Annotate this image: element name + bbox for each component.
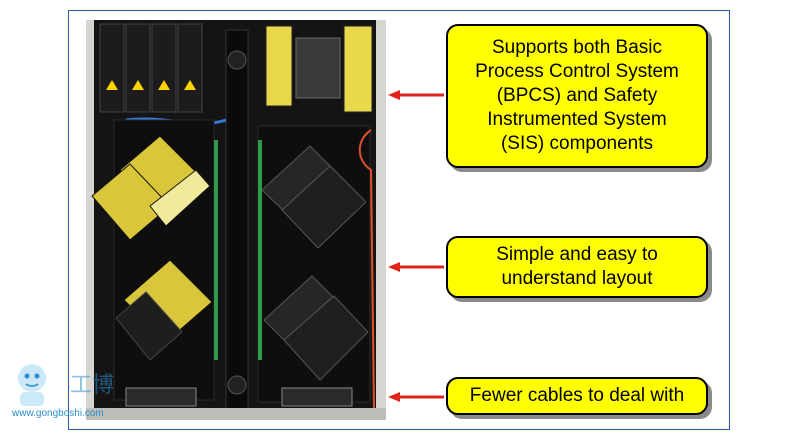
callout-bpcs-sis: Supports both Basic Process Control Syst… [446,24,708,168]
arrow-left-icon [388,262,444,272]
watermark-url: www.gongboshi.com [12,408,104,419]
power-modules [99,23,203,113]
watermark-logo-text: 工博 [70,373,114,398]
arrow-left-icon [388,392,444,402]
sis-black-modules [261,145,369,381]
callout-simple-layout: Simple and easy to understand layout [446,236,708,298]
cabinet-photo [86,20,386,420]
watermark-logo: 工博 [18,364,114,406]
sis-modules-top [265,25,373,113]
arrow-left-icon [388,90,444,100]
bpcs-yellow-modules [91,135,211,241]
bpcs-modules-lower [115,259,213,361]
callout-fewer-cables: Fewer cables to deal with [446,377,708,415]
